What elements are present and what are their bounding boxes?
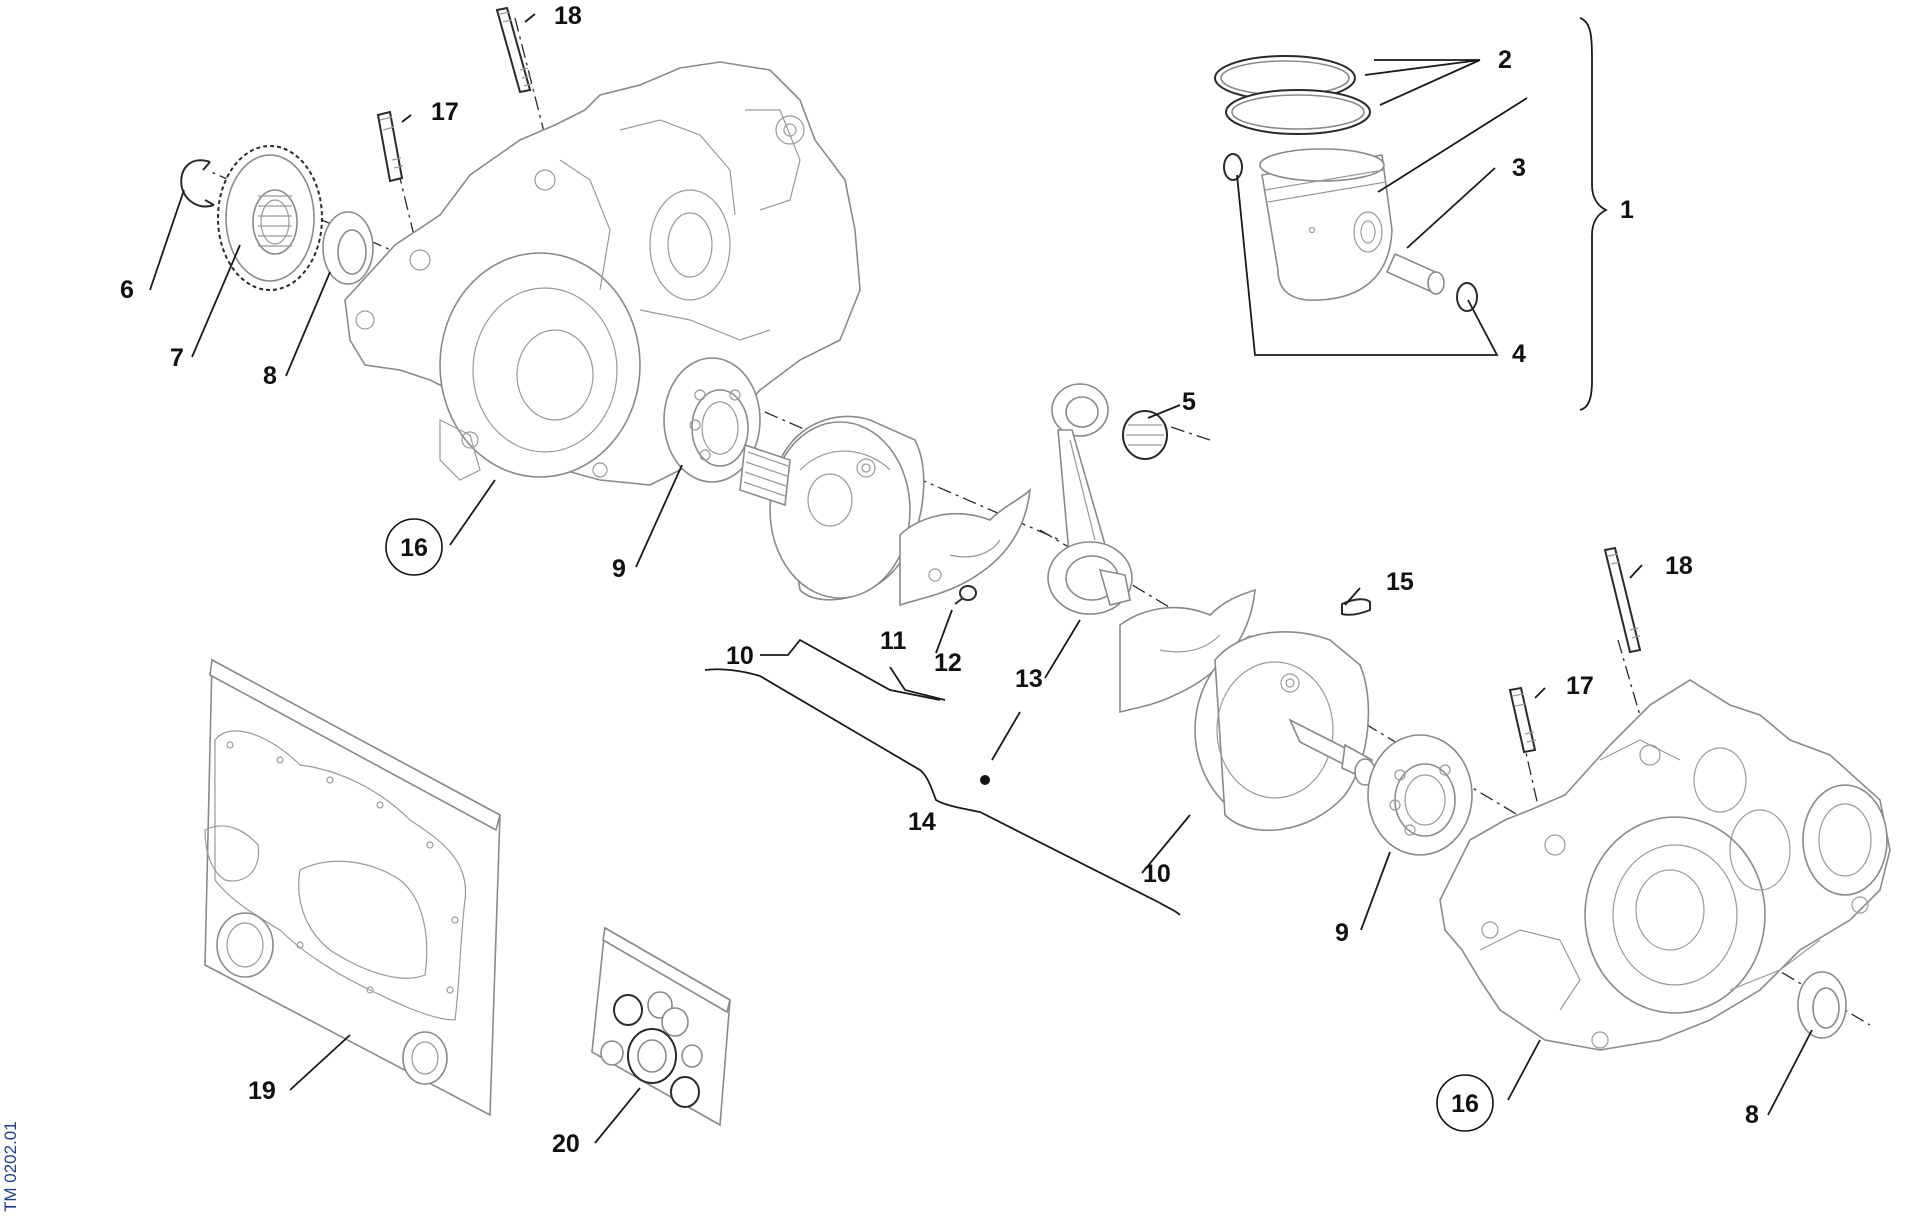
stud-17-right: [1508, 686, 1537, 754]
callout-10-left: 10: [726, 642, 754, 670]
crank-flywheel-left: [739, 415, 925, 601]
callout-19: 19: [248, 1077, 276, 1105]
main-bearing-left: [663, 357, 761, 483]
needle-bearing: [1122, 410, 1168, 460]
callout-16-right: 16: [1451, 1090, 1479, 1118]
callout-3: 3: [1512, 154, 1526, 182]
callout-18-right: 18: [1665, 552, 1693, 580]
callout-11: 11: [880, 627, 907, 655]
seal-kit-package: [591, 926, 731, 1127]
primary-gear: [217, 145, 323, 291]
callout-5: 5: [1182, 388, 1196, 416]
counterweight-left: [899, 487, 1032, 607]
stud-18-right: [1603, 546, 1642, 654]
oil-seal-right: [1797, 971, 1847, 1039]
woodruff-key: [1341, 598, 1371, 616]
right-crankcase-half: [1439, 679, 1891, 1051]
oil-seal-left: [322, 211, 374, 285]
stud-17-left: [376, 110, 404, 183]
callout-9-right: 9: [1335, 919, 1349, 947]
callout-18-left: 18: [554, 2, 582, 30]
callout-14: 14: [908, 808, 936, 836]
connecting-rod-marker-dot: [980, 775, 990, 785]
callout-9-left: 9: [612, 555, 626, 583]
crank-flywheel-right: [1194, 631, 1376, 832]
callout-6: 6: [120, 276, 134, 304]
callout-20: 20: [552, 1130, 580, 1158]
crankshaft-group-bracket: [704, 668, 1181, 916]
callout-1: 1: [1620, 196, 1634, 224]
left-crankcase-half: [344, 61, 861, 486]
callout-15: 15: [1386, 568, 1414, 596]
callout-4: 4: [1512, 340, 1526, 368]
piston-kit-bracket: [1579, 17, 1609, 411]
counterweight-screw: [954, 585, 977, 605]
connecting-rod: [1047, 383, 1133, 615]
callout-12: 12: [934, 649, 962, 677]
main-bearing-right: [1367, 734, 1473, 856]
callout-labels: 1 2 3 4 5 6 7 8 8 9 9 10 10 11 12 13 14 …: [120, 2, 1759, 1158]
callout-13: 13: [1015, 665, 1043, 693]
callout-10-right: 10: [1143, 860, 1171, 888]
callout-8-left: 8: [263, 362, 277, 390]
callout-8-right: 8: [1745, 1101, 1759, 1129]
callout-7: 7: [170, 344, 184, 372]
drawing-code: TM 0202.01: [1, 1121, 20, 1212]
piston-pin-circlips: [1223, 153, 1478, 312]
gasket-set-package: [204, 658, 501, 1117]
stud-18-left: [495, 6, 532, 94]
piston: [1259, 148, 1393, 301]
callout-2: 2: [1498, 46, 1512, 74]
counterweight-right: [1119, 588, 1256, 714]
leader-lines: [149, 13, 1813, 1144]
piston-pin: [1385, 252, 1445, 295]
callout-17-right: 17: [1566, 672, 1594, 700]
callout-16-left: 16: [400, 534, 428, 562]
piston-rings: [1214, 55, 1371, 135]
callout-17-left: 17: [431, 98, 459, 126]
circlip: [180, 159, 215, 208]
